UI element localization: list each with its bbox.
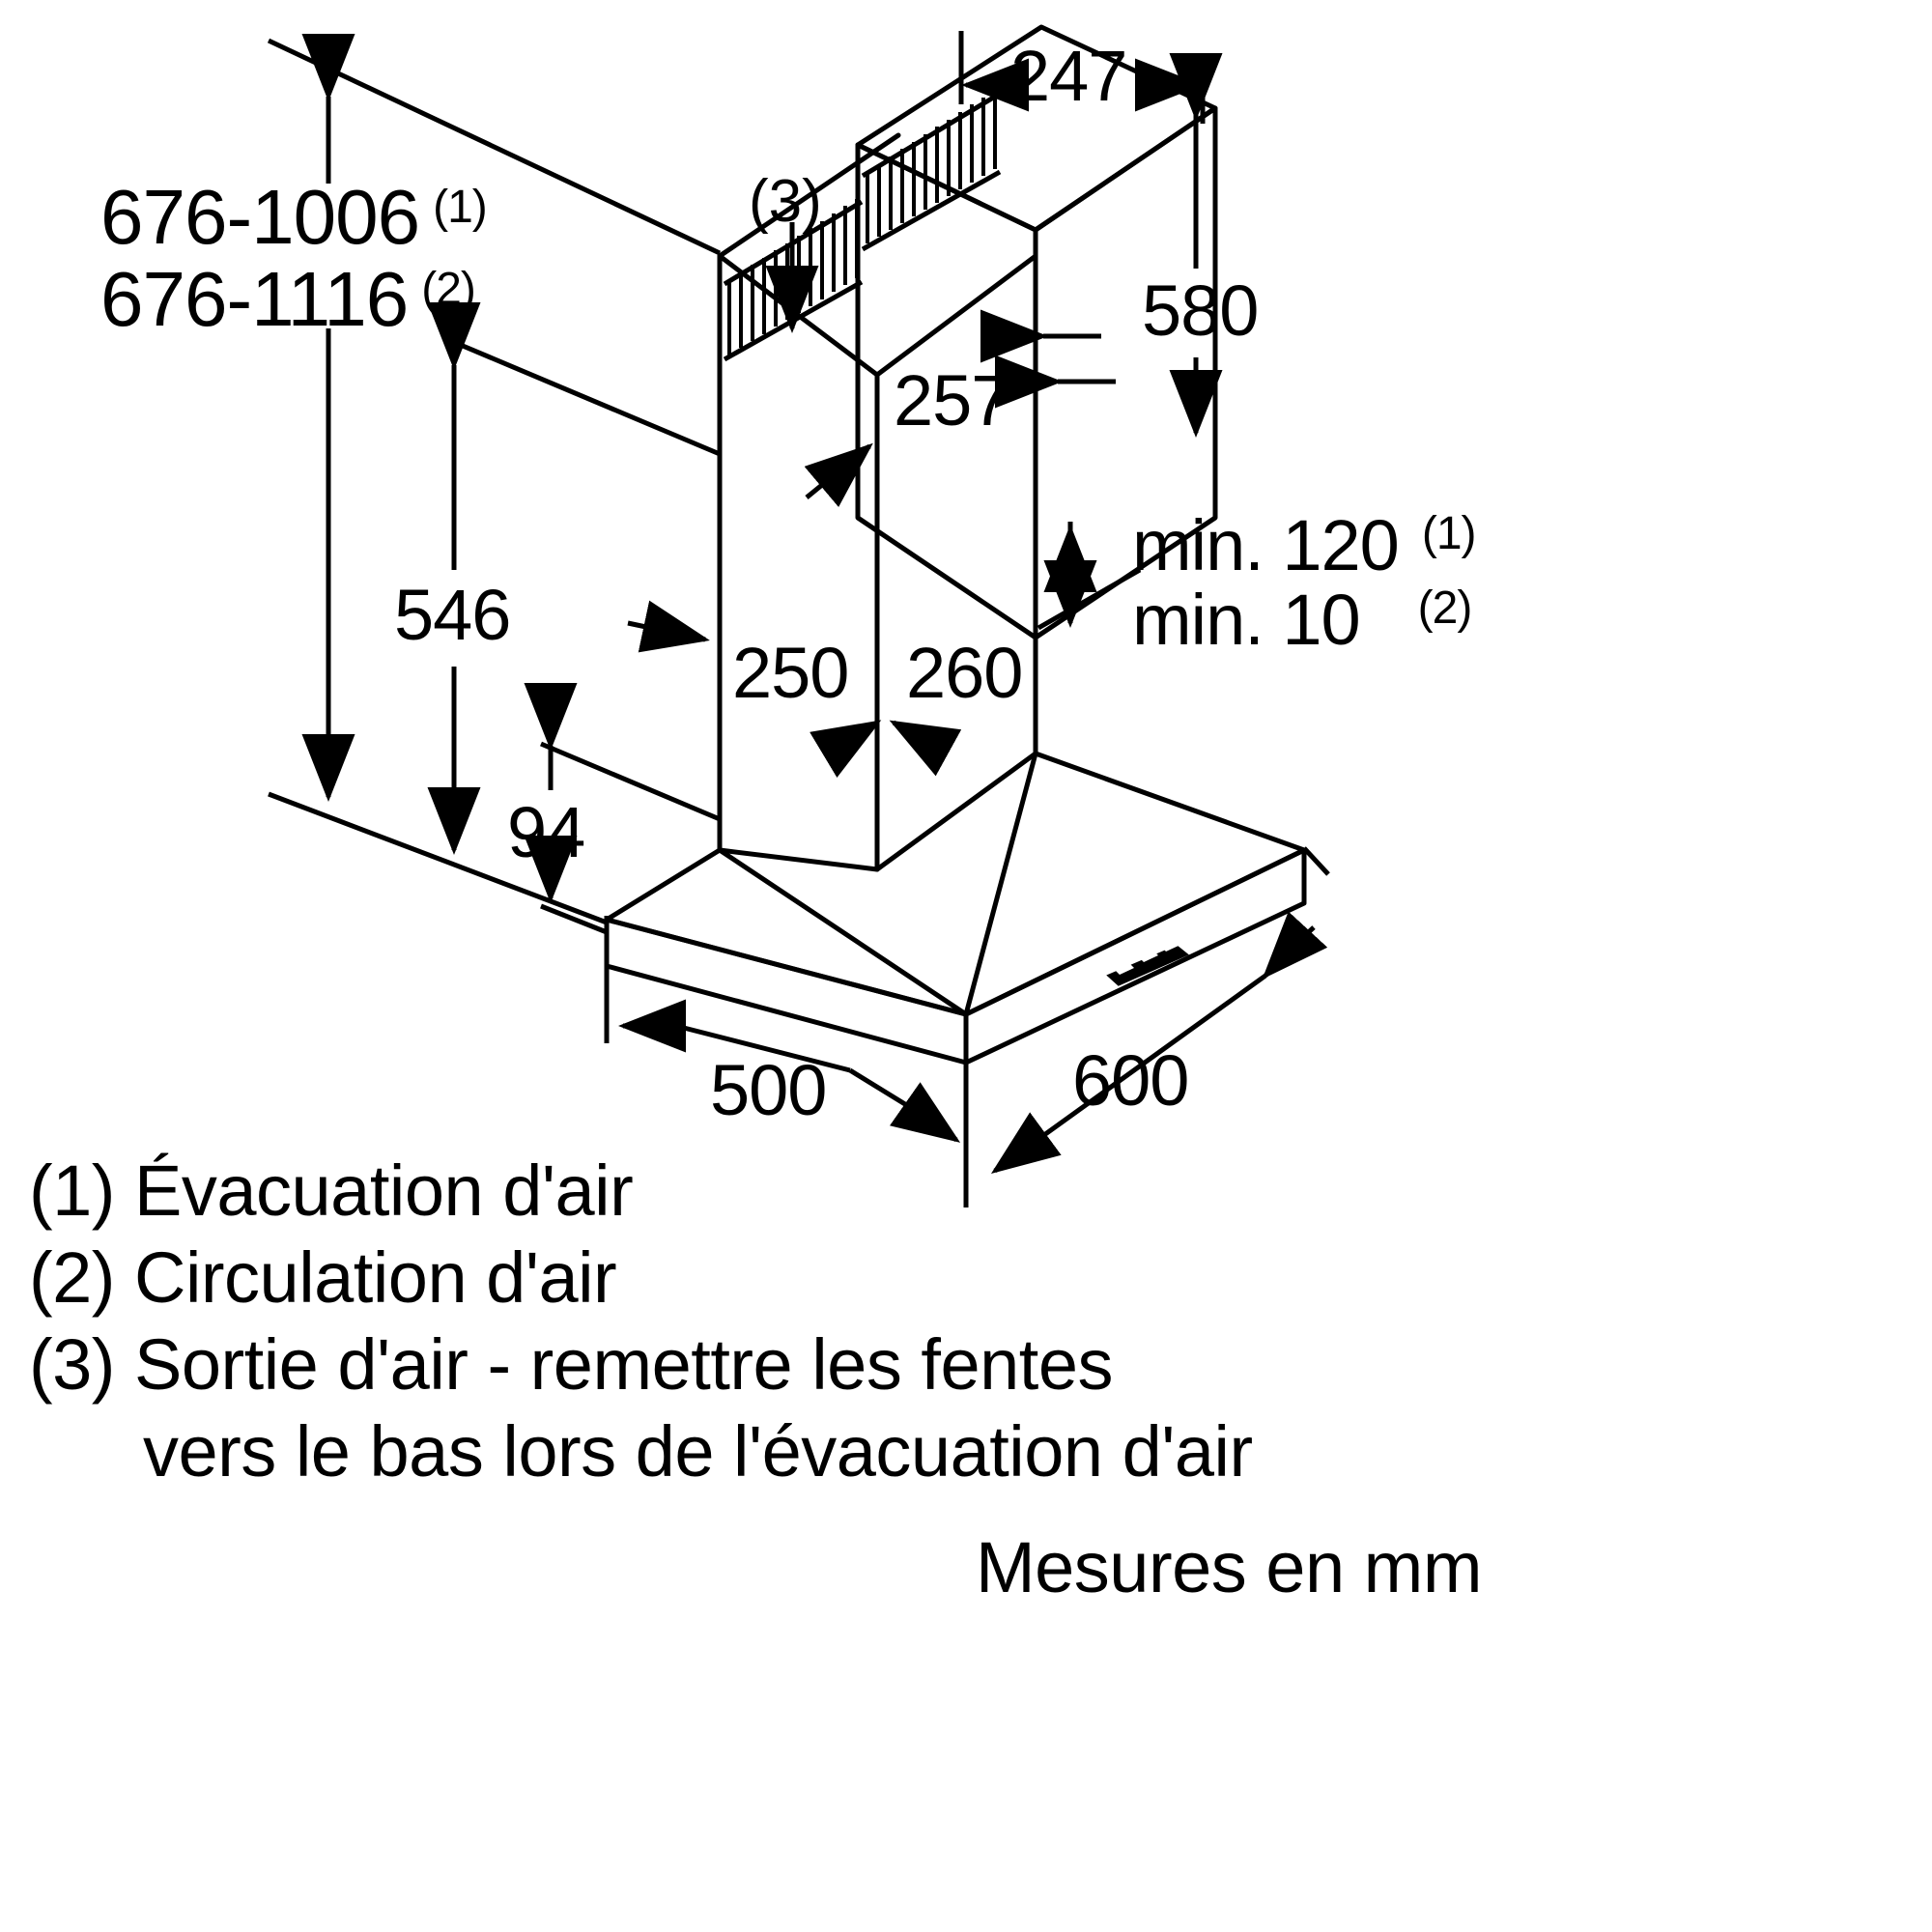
dim-250-leader (627, 600, 710, 653)
dim-label-580: 580 (1142, 270, 1259, 351)
dimension-lines (267, 31, 1330, 1208)
canopy-right-bottom-edge (963, 847, 1307, 1017)
canopy-right-slope-top (1033, 751, 1307, 853)
dim-260-arrow-left (810, 720, 882, 779)
note-marker-3: (3) (749, 168, 822, 235)
dim-260-arrow-right (889, 720, 962, 777)
legend-item-1: (1) Évacuation d'air (29, 1150, 634, 1232)
legend-text-3-cont: vers le bas lors de l'évacuation d'air (143, 1411, 1253, 1492)
canopy-inner-ridge-left (717, 847, 880, 872)
canopy-front-right-ridge (963, 751, 1038, 1017)
ext-top-left (267, 38, 722, 256)
dim-label-260: 260 (906, 633, 1023, 713)
ext-94-top (540, 741, 721, 822)
canopy-left-slope-top (604, 847, 723, 923)
ext-600-right (1302, 846, 1330, 876)
ext-546-top (443, 335, 721, 457)
note-ref-min-1: (1) (1421, 508, 1477, 559)
ext-min-leader (1037, 567, 1142, 631)
dim-label-250: 250 (732, 633, 849, 713)
canopy-left-front-band (604, 917, 969, 1065)
dim-label-500: 500 (710, 1050, 827, 1130)
dim-label-546: 546 (394, 575, 511, 655)
dim-label-257: 257 (894, 360, 1010, 440)
control-panel (1106, 942, 1189, 986)
dim-label-height-range-2: 676-1116(2) (100, 256, 476, 342)
units-note: Mesures en mm (976, 1527, 1482, 1607)
legend-marker-3: (3) (29, 1324, 115, 1405)
legend-text-3: Sortie d'air - remettre les fentes (134, 1324, 1113, 1405)
dim-label-min-10: min. 10(2) (1132, 580, 1473, 660)
dim-label-247: 247 (1010, 36, 1127, 116)
chimney-lower-top-right-diag (874, 253, 1038, 378)
note-ref-2: (2) (421, 264, 476, 315)
canopy-front-left-ridge (717, 847, 969, 1017)
legend-text-2: Circulation d'air (134, 1237, 617, 1318)
canopy-inner-ridge-right (874, 751, 1038, 872)
legend-item-2: (2) Circulation d'air (29, 1236, 617, 1319)
legend-marker-1: (1) (29, 1151, 115, 1231)
dim-label-600: 600 (1072, 1040, 1189, 1121)
legend-text-1: Évacuation d'air (134, 1151, 634, 1231)
air-outlet-slots-upper (861, 90, 1002, 252)
legend-marker-2: (2) (29, 1237, 115, 1318)
note-ref-1: (1) (433, 182, 488, 233)
ext-94-bottom (540, 903, 608, 935)
dim-label-height-range-1: 676-1006(1) (100, 174, 488, 260)
legend-item-3: (3) Sortie d'air - remettre les fentes (29, 1323, 1113, 1406)
canopy-right-front-band (963, 847, 1307, 1065)
chimney-lower-top-edge (717, 132, 901, 259)
canopy-left-bottom-edge (604, 917, 969, 1017)
note-ref-min-2: (2) (1417, 582, 1473, 634)
dim-label-94: 94 (507, 792, 585, 872)
dim-label-min-120: min. 120(1) (1132, 505, 1477, 585)
legend-item-3-cont: vers le bas lors de l'évacuation d'air (143, 1410, 1253, 1492)
